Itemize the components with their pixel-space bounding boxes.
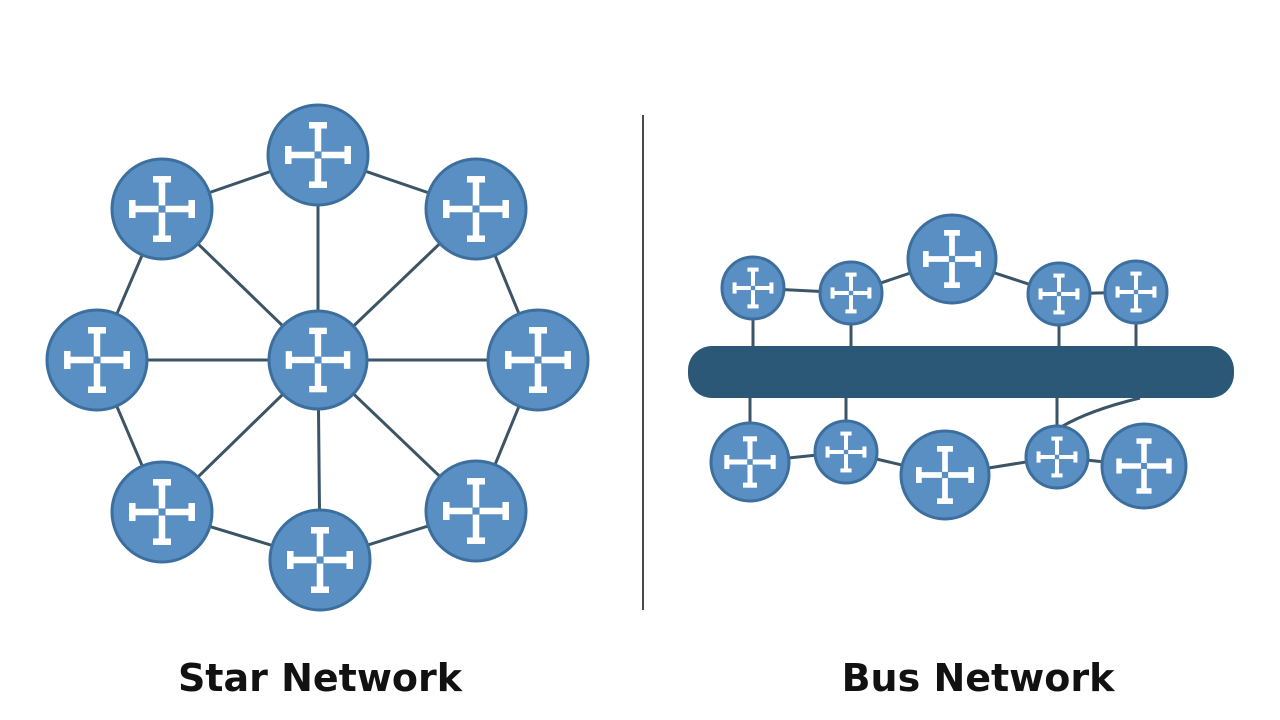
star-node-n-top-right[interactable] [424,157,528,261]
bus-node-t5[interactable] [1103,259,1169,325]
cross-glyph-icon [732,267,774,309]
cross-glyph-icon [287,527,353,593]
cross-glyph-icon [916,446,974,504]
cross-glyph-icon [1038,273,1080,315]
cross-glyph-icon [443,176,509,242]
cross-glyph-icon [443,478,509,544]
cross-glyph-icon [825,431,867,473]
bus-network [688,213,1234,521]
bus-backbone [688,346,1234,398]
star-hub-node[interactable] [267,309,369,411]
cross-glyph-icon [505,327,571,393]
cross-glyph-icon [129,176,195,242]
bus-node-b1[interactable] [709,421,791,503]
star-node-n-top-left[interactable] [110,157,214,261]
star-node-n-bottom[interactable] [268,508,372,612]
cross-glyph-icon [285,122,351,188]
star-node-n-right[interactable] [486,308,590,412]
drop-link [1060,396,1141,429]
bus-node-b5[interactable] [1100,422,1188,510]
cross-glyph-icon [1115,271,1157,313]
star-node-n-bottom-left[interactable] [110,460,214,564]
bus-node-t3[interactable] [906,213,998,305]
cross-glyph-icon [830,272,872,314]
hub-glyph-icon [285,327,351,393]
cross-glyph-icon [129,479,195,545]
bus-node-t2[interactable] [818,260,884,326]
star-node-n-top[interactable] [266,103,370,207]
cross-glyph-icon [1116,438,1172,494]
bus-node-t1[interactable] [720,255,786,321]
cross-glyph-icon [923,230,981,288]
bus-node-b3[interactable] [899,429,991,521]
star-node-n-bottom-right[interactable] [424,459,528,563]
bus-node-b4[interactable] [1024,424,1090,490]
bus-network-caption: Bus Network [841,656,1115,700]
bus-node-t4[interactable] [1026,261,1092,327]
cross-glyph-icon [64,327,130,393]
star-network [45,103,590,612]
star-node-n-left[interactable] [45,308,149,412]
bus-node-b2[interactable] [813,419,879,485]
cross-glyph-icon [724,436,776,488]
cross-glyph-icon [1036,436,1078,478]
star-network-caption: Star Network [177,656,463,700]
